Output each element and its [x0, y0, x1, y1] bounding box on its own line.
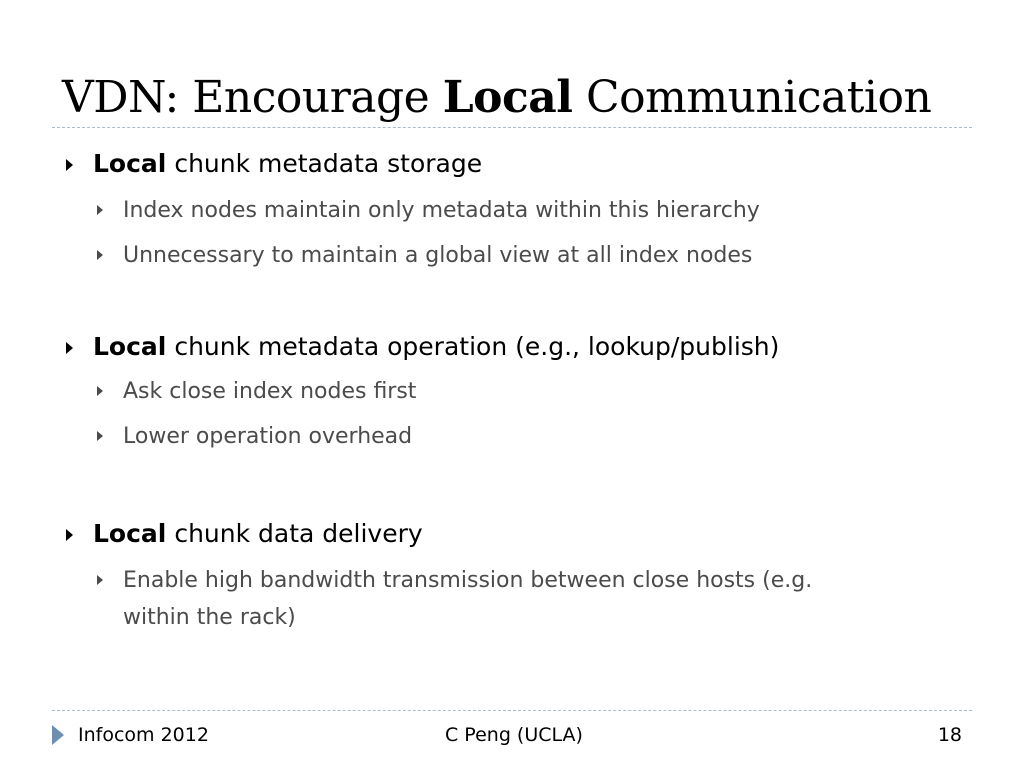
- slide-title-suffix: Communication: [572, 72, 932, 123]
- sub-bullet-text: Ask close index nodes first: [123, 379, 417, 404]
- slide-title: VDN: Encourage Local Communication: [62, 70, 932, 126]
- sub-bullet-text: Enable high bandwidth transmission betwe…: [123, 568, 813, 593]
- bullet-arrow-icon: [66, 342, 73, 354]
- page-number: 18: [937, 724, 962, 746]
- footer-conference: Infocom 2012: [78, 724, 209, 746]
- title-divider: [52, 127, 972, 128]
- sub-bullet-arrow-icon: [97, 431, 103, 441]
- bullet-text: chunk metadata operation (e.g., lookup/p…: [166, 332, 780, 361]
- slide-title-prefix: VDN: Encourage: [62, 72, 443, 123]
- bullet-text: chunk metadata storage: [166, 149, 483, 178]
- bullet-bold-term: Local: [93, 149, 167, 178]
- sub-bullet-arrow-icon: [97, 250, 103, 260]
- slide-footer: Infocom 2012 C Peng (UCLA) 18: [0, 718, 1024, 752]
- sub-bullet-arrow-icon: [97, 575, 103, 585]
- sub-bullet-text: Unnecessary to maintain a global view at…: [123, 243, 753, 268]
- sub-bullet-text: Index nodes maintain only metadata withi…: [123, 198, 760, 223]
- footer-divider: [52, 710, 972, 711]
- footer-arrow-icon: [52, 725, 64, 745]
- sub-bullet-text: within the rack): [123, 605, 296, 630]
- bullet-text: chunk data delivery: [166, 519, 423, 548]
- sub-bullet-arrow-icon: [97, 386, 103, 396]
- bullet-arrow-icon: [66, 159, 73, 171]
- footer-author: C Peng (UCLA): [445, 724, 583, 746]
- sub-bullet-arrow-icon: [97, 205, 103, 215]
- slide-title-emphasis: Local: [442, 72, 573, 123]
- bullet-bold-term: Local: [93, 519, 167, 548]
- bullet-bold-term: Local: [93, 332, 167, 361]
- sub-bullet-text: Lower operation overhead: [123, 424, 413, 449]
- bullet-arrow-icon: [66, 529, 73, 541]
